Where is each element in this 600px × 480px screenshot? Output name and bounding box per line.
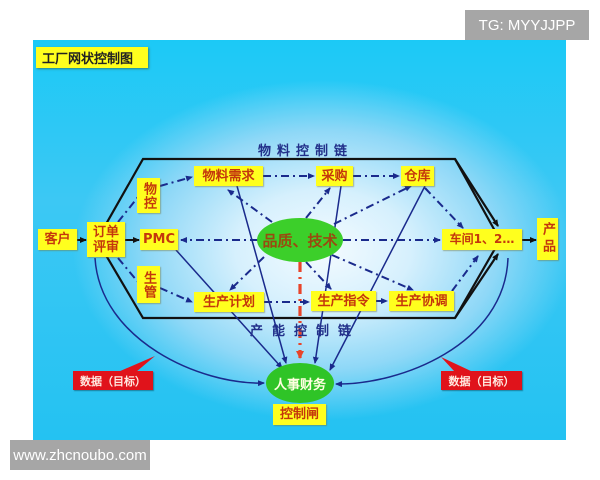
data-target-tag-right: 数据（目标） [441,371,522,390]
node-production-order: 生产指令 [311,291,376,311]
node-production-mgmt: 生管 [137,266,160,303]
watermark-bottom-left: www.zhcnoubo.com [10,440,150,470]
watermark-top-right: TG: MYYJJPP [465,10,589,40]
node-production-plan: 生产计划 [194,292,264,312]
node-material-demand: 物料需求 [194,166,263,186]
node-warehouse: 仓库 [401,166,434,186]
node-purchasing: 采购 [316,166,353,186]
node-pmc: PMC [140,229,178,250]
node-customer: 客户 [38,229,77,250]
node-product: 产品 [537,218,558,260]
capacity-chain-label: 产能控制链 [250,324,361,339]
node-workshop: 车间1、2… [442,229,522,250]
node-order-review: 订单评审 [87,222,125,257]
material-chain-label: 物料控制链 [258,144,354,159]
node-material-control: 物控 [137,178,160,213]
diagram-title: 工厂网状控制图 [36,47,148,68]
node-hr-finance: 人事财务 [266,363,334,403]
data-target-tag-left: 数据（目标） [73,371,153,390]
node-quality-tech: 品质、技术 [257,218,343,262]
node-control-gate: 控制闸 [273,404,326,425]
node-production-coord: 生产协调 [389,291,454,311]
